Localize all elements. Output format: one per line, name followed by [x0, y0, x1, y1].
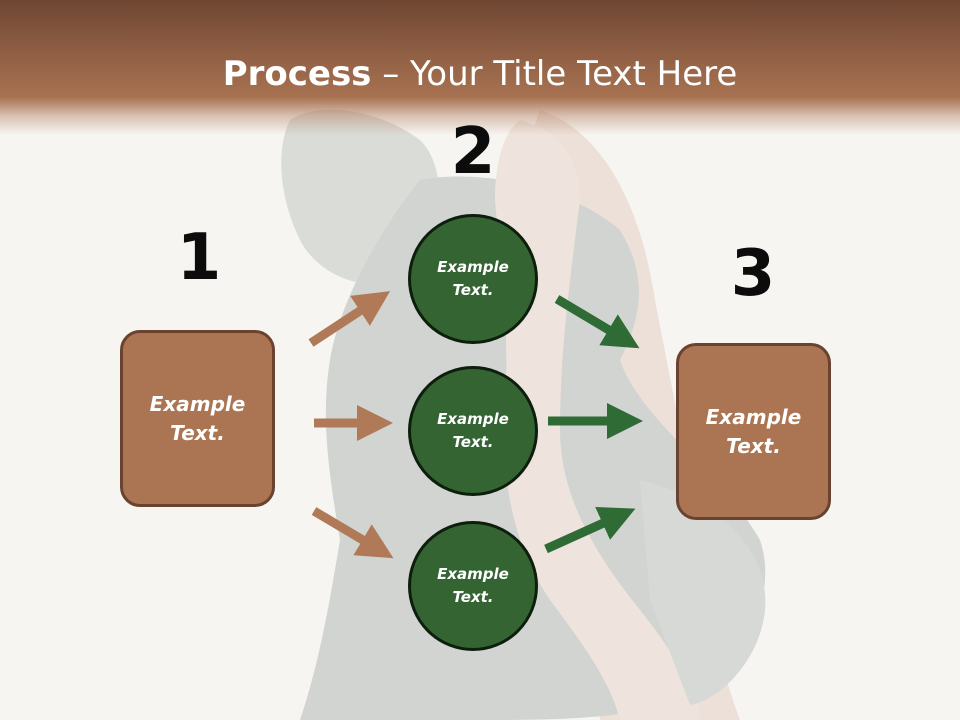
- arrow-1-to-2-top: [308, 291, 391, 347]
- step-2-circle-middle-text: Example Text.: [437, 410, 509, 451]
- step-1-box: Example Text.: [120, 330, 275, 507]
- step-2-number: 2: [450, 115, 496, 189]
- step-2-circle-middle: Example Text.: [408, 366, 538, 496]
- step-3-number: 3: [730, 237, 776, 311]
- arrow-2-to-3-top: [554, 295, 640, 349]
- step-1-number: 1: [176, 221, 222, 295]
- step-2-circle-bottom: Example Text.: [408, 521, 538, 651]
- step-2-circle-top-text: Example Text.: [437, 258, 509, 299]
- step-2-circle-top: Example Text.: [408, 214, 538, 344]
- title-bold-text: Process: [222, 54, 372, 94]
- arrow-1-to-2-bottom: [311, 507, 394, 559]
- arrow-2-to-3-bottom: [544, 507, 636, 554]
- step-1-text: Example Text.: [149, 391, 246, 445]
- step-3-box: Example Text.: [676, 343, 831, 520]
- slide-title: Process – Your Title Text Here: [0, 52, 960, 96]
- step-2-circle-bottom-text: Example Text.: [437, 565, 509, 606]
- title-bar: [0, 0, 960, 135]
- title-rest-text: – Your Title Text Here: [371, 54, 738, 94]
- step-3-text: Example Text.: [705, 404, 802, 458]
